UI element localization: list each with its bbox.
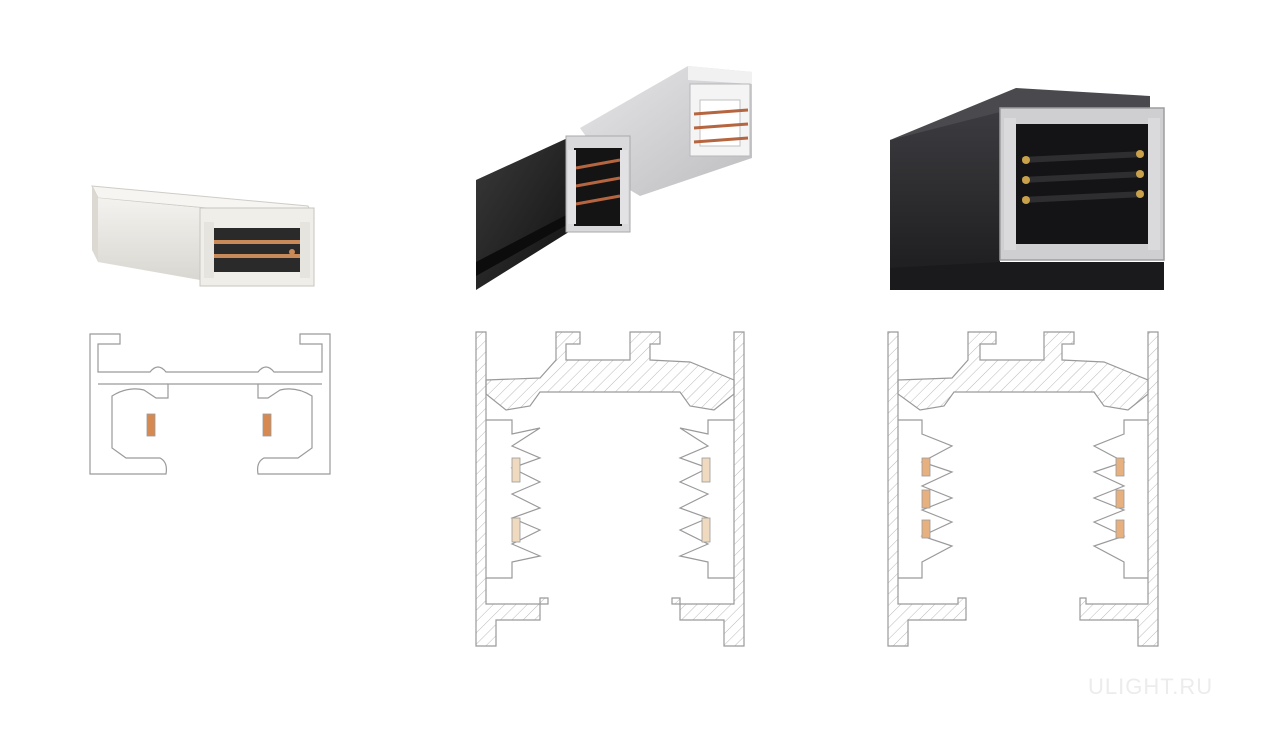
black-track-contact-left-3 xyxy=(921,519,931,539)
black-white-track-contact-right-2 xyxy=(701,517,711,543)
black-track-section-drawing xyxy=(887,331,1159,647)
black-track-contact-right-1 xyxy=(1115,457,1125,477)
black-white-track-contact-left-1 xyxy=(511,457,521,483)
black-white-track-contact-left-2 xyxy=(511,517,521,543)
black-track-3d xyxy=(890,88,1165,290)
white-track-3d xyxy=(91,185,315,287)
black-white-track-contact-right-1 xyxy=(701,457,711,483)
black-track-contact-right-2 xyxy=(1115,489,1125,509)
black-track-contact-left-2 xyxy=(921,489,931,509)
white-track-section-drawing xyxy=(89,333,331,475)
black-track-contact-right-3 xyxy=(1115,519,1125,539)
black-track-contact-left-1 xyxy=(921,457,931,477)
black-white-track-3d xyxy=(476,66,752,290)
black-white-track-section-drawing xyxy=(475,331,745,647)
watermark-text: ULIGHT.RU xyxy=(1088,674,1214,699)
white-track-contact-left xyxy=(146,413,156,437)
white-track-contact-right xyxy=(262,413,272,437)
